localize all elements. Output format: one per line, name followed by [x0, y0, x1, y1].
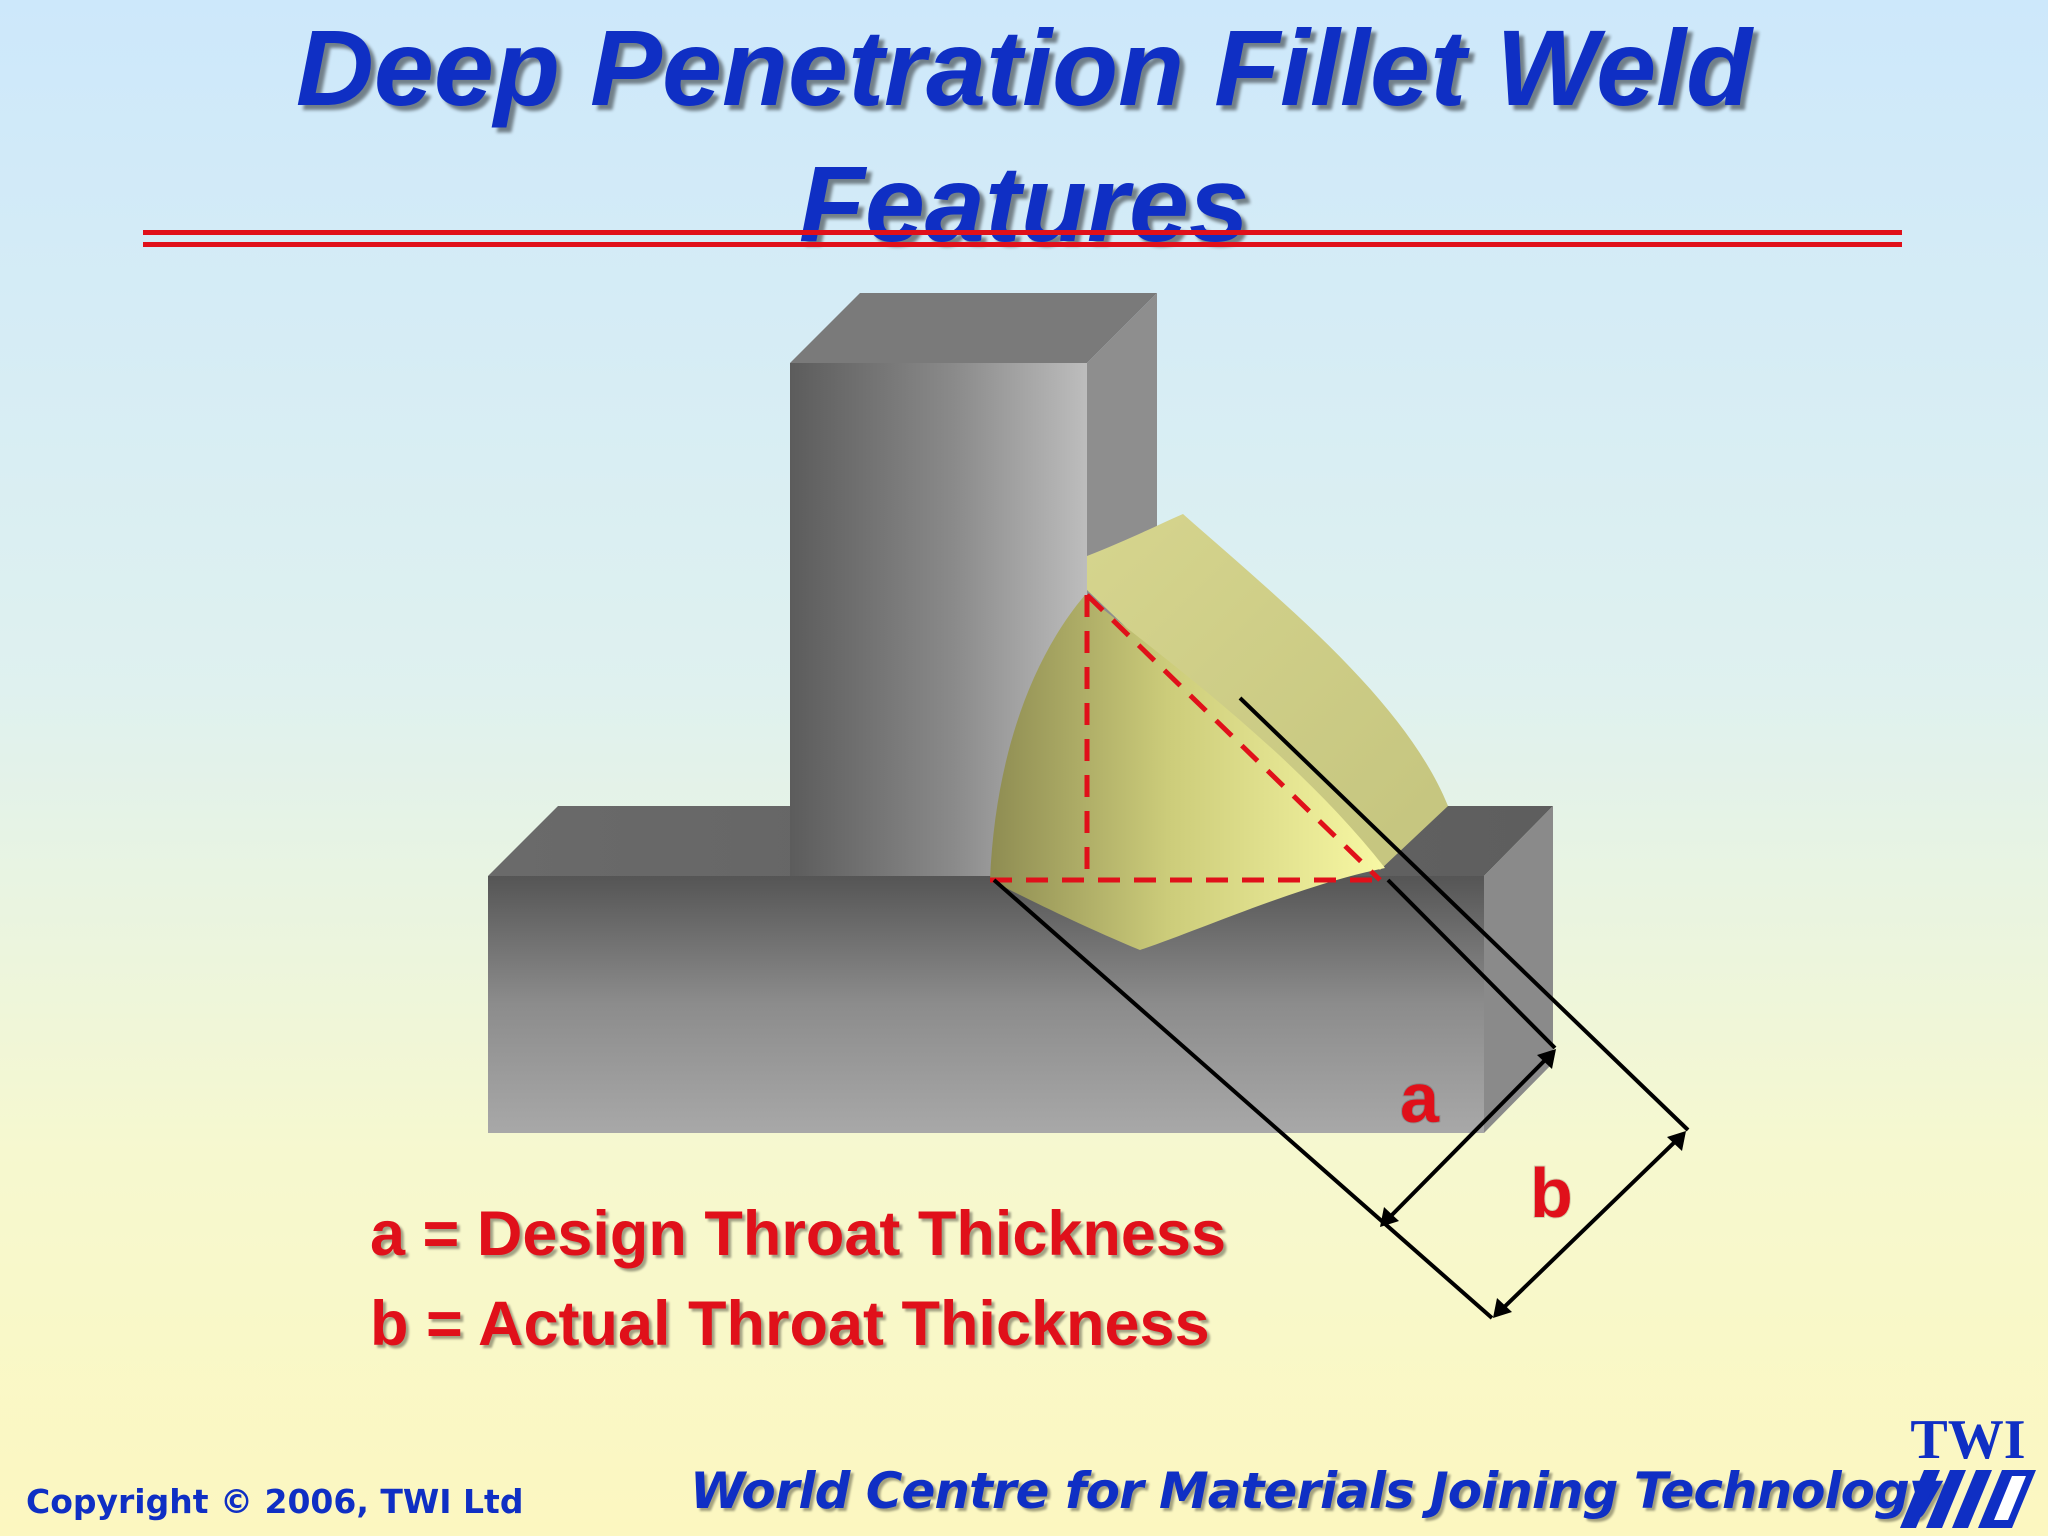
twi-logo-stripes-icon	[1900, 1470, 2036, 1528]
extension-line-b	[1238, 696, 1690, 1132]
extension-line-a	[1386, 878, 1557, 1050]
weld-bead-back-surface	[1087, 514, 1448, 870]
copyright-notice: Copyright © 2006, TWI Ltd	[26, 1482, 524, 1521]
dimension-line-b	[1494, 1132, 1685, 1317]
twi-logo-text: TWI	[1910, 1409, 2026, 1471]
legend-actual-throat: b = Actual Throat Thickness	[370, 1289, 1210, 1359]
arrow-b-upper	[1667, 1131, 1686, 1151]
footer-tagline: World Centre for Materials Joining Techn…	[690, 1462, 1941, 1520]
triangle-hypotenuse	[1085, 593, 1382, 882]
throat-dimension-lines	[992, 696, 1690, 1320]
arrow-a-upper	[1537, 1049, 1556, 1069]
dimension-line-a	[1381, 1050, 1555, 1226]
dimension-arrowheads	[1380, 1049, 1686, 1318]
base-plate-front-face	[488, 876, 1484, 1133]
label-a: a	[1400, 1059, 1440, 1137]
web-top-face	[790, 293, 1157, 363]
base-plate	[488, 806, 1553, 1133]
title-underline-bottom	[143, 242, 1902, 247]
page-title-line-2: Features	[798, 143, 1250, 264]
design-throat-triangle	[990, 593, 1382, 883]
extension-line-root	[992, 878, 1494, 1320]
label-b: b	[1530, 1154, 1573, 1232]
twi-logo-icon: TWI	[1898, 1412, 2038, 1530]
base-plate-side-face	[1484, 806, 1553, 1133]
title-underline-top	[143, 230, 1902, 235]
arrow-a-lower	[1380, 1207, 1399, 1227]
arrow-b-lower	[1493, 1298, 1512, 1318]
page-title-line-1: Deep Penetration Fillet Weld	[295, 7, 1753, 128]
legend-design-throat: a = Design Throat Thickness	[370, 1199, 1227, 1269]
